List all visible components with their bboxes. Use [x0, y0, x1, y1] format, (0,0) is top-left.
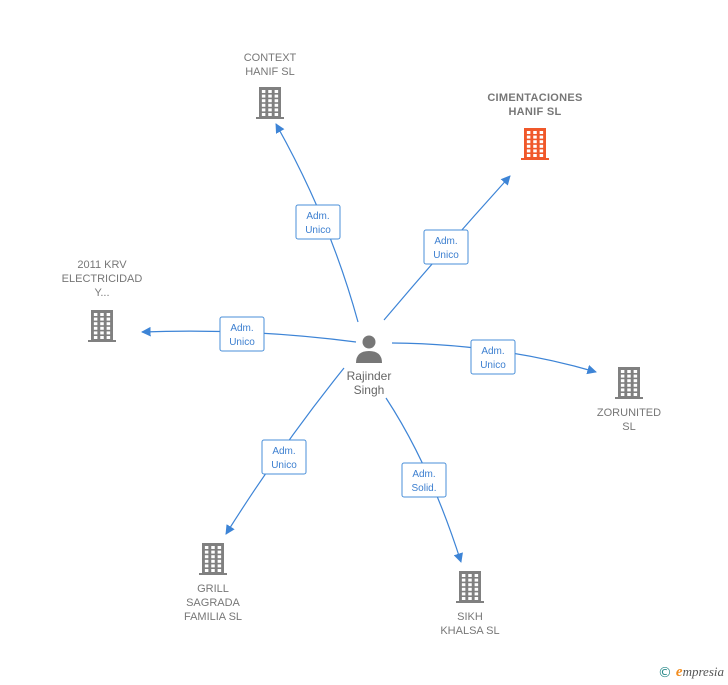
edge-label-box — [295, 204, 341, 240]
copyright-icon: © — [657, 664, 672, 681]
edge-label-context-hanif[interactable]: Adm. Unico — [295, 204, 341, 240]
company-name-line: ZORUNITED — [597, 407, 661, 419]
company-node-grill-sagrada[interactable]: GRILL SAGRADA FAMILIA SL — [184, 543, 242, 623]
edge-labels-layer: Adm.UnicoAdm.UnicoAdm.UnicoAdm.UnicoAdm.… — [219, 204, 516, 498]
company-name-line: 2011 KRV — [77, 259, 127, 271]
company-name-line: HANIF SL — [508, 106, 561, 118]
building-icon — [199, 543, 227, 575]
building-icon — [521, 128, 549, 160]
edge-label-text: Adm. — [481, 346, 504, 357]
company-node-cimentaciones-hanif[interactable]: CIMENTACIONES HANIF SL — [487, 92, 582, 160]
edge-label-cimentaciones-hanif[interactable]: Adm. Unico — [423, 229, 469, 265]
company-node-context-hanif[interactable]: CONTEXT HANIF SL — [244, 52, 297, 119]
edge-label-grill-sagrada[interactable]: Adm. Unico — [261, 439, 307, 475]
edge-label-text: Unico — [305, 225, 331, 236]
nodes-layer: CONTEXT HANIF SL CIMENTACIONES HANIF SL 2011… — [62, 52, 661, 637]
brand-logo[interactable]: empresia — [676, 664, 724, 681]
company-name-line: ELECTRICIDAD — [62, 273, 143, 285]
edge-label-box — [401, 462, 447, 498]
edge-label-sikh-khalsa[interactable]: Adm. Solid. — [401, 462, 447, 498]
edge-label-text: Adm. — [434, 236, 457, 247]
company-name-line: SAGRADA — [186, 597, 240, 609]
person-icon — [356, 335, 382, 363]
person-name-line: Singh — [354, 383, 385, 397]
edge-label-box — [423, 229, 469, 265]
edge-label-text: Adm. — [412, 469, 435, 480]
company-name-line: SIKH — [457, 611, 483, 623]
edge-label-2011-krv[interactable]: Adm. Unico — [219, 316, 265, 352]
edge-label-box — [470, 339, 516, 375]
company-name-line: FAMILIA SL — [184, 611, 242, 623]
company-name-line: Y... — [94, 287, 109, 299]
edge-label-box — [261, 439, 307, 475]
building-icon — [615, 367, 643, 399]
company-name-line: KHALSA SL — [440, 625, 499, 637]
company-name-line: HANIF SL — [245, 66, 295, 78]
company-name-line: CIMENTACIONES — [487, 92, 582, 104]
footer-brand: © empresia — [658, 664, 724, 681]
brand-rest: mpresia — [682, 664, 724, 679]
building-icon — [256, 87, 284, 119]
edge-label-text: Unico — [271, 460, 297, 471]
company-node-2011-krv[interactable]: 2011 KRV ELECTRICIDAD Y... — [62, 259, 143, 342]
edge-label-text: Adm. — [230, 323, 253, 334]
edge-label-zorunited[interactable]: Adm. Unico — [470, 339, 516, 375]
company-node-sikh-khalsa[interactable]: SIKH KHALSA SL — [440, 571, 500, 637]
edge-label-text: Solid. — [411, 483, 436, 494]
person-name-line: Rajinder — [347, 369, 392, 383]
edge-label-text: Adm. — [272, 446, 295, 457]
edge-label-text: Unico — [229, 337, 255, 348]
edge-label-text: Adm. — [306, 211, 329, 222]
edge-label-box — [219, 316, 265, 352]
company-name-line: SL — [622, 421, 635, 433]
edge-label-text: Unico — [480, 360, 506, 371]
building-icon — [456, 571, 484, 603]
brand-initial: e — [675, 664, 683, 680]
company-node-zorunited[interactable]: ZORUNITED SL — [597, 367, 661, 433]
company-name-line: CONTEXT — [244, 52, 297, 64]
edge-label-text: Unico — [433, 250, 459, 261]
company-name-line: GRILL — [197, 583, 229, 595]
building-icon — [88, 310, 116, 342]
